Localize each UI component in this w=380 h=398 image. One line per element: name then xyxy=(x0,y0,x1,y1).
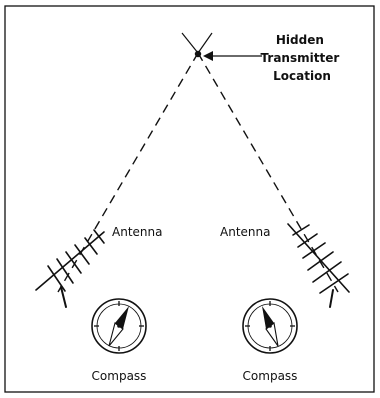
bearing-extension-left xyxy=(182,33,198,53)
antenna-left-label: Antenna xyxy=(112,225,162,239)
bearing-extension-right xyxy=(198,33,212,53)
yagi-antenna-icon xyxy=(36,230,104,307)
transmitter-point xyxy=(195,51,201,57)
compass-icon xyxy=(243,299,297,353)
compass-left-label: Compass xyxy=(92,369,147,383)
arrow-left-icon xyxy=(203,51,262,61)
compass-icon xyxy=(92,299,146,353)
yagi-antenna-icon xyxy=(288,224,349,307)
callout-line-2: Transmitter xyxy=(261,51,340,65)
callout-line-3: Location xyxy=(273,69,331,83)
compass-right-label: Compass xyxy=(243,369,298,383)
callout-line-1: Hidden xyxy=(276,33,324,47)
callout-text: Hidden Transmitter Location xyxy=(261,33,344,83)
bearing-line-left xyxy=(58,53,198,292)
antenna-right-label: Antenna xyxy=(220,225,270,239)
